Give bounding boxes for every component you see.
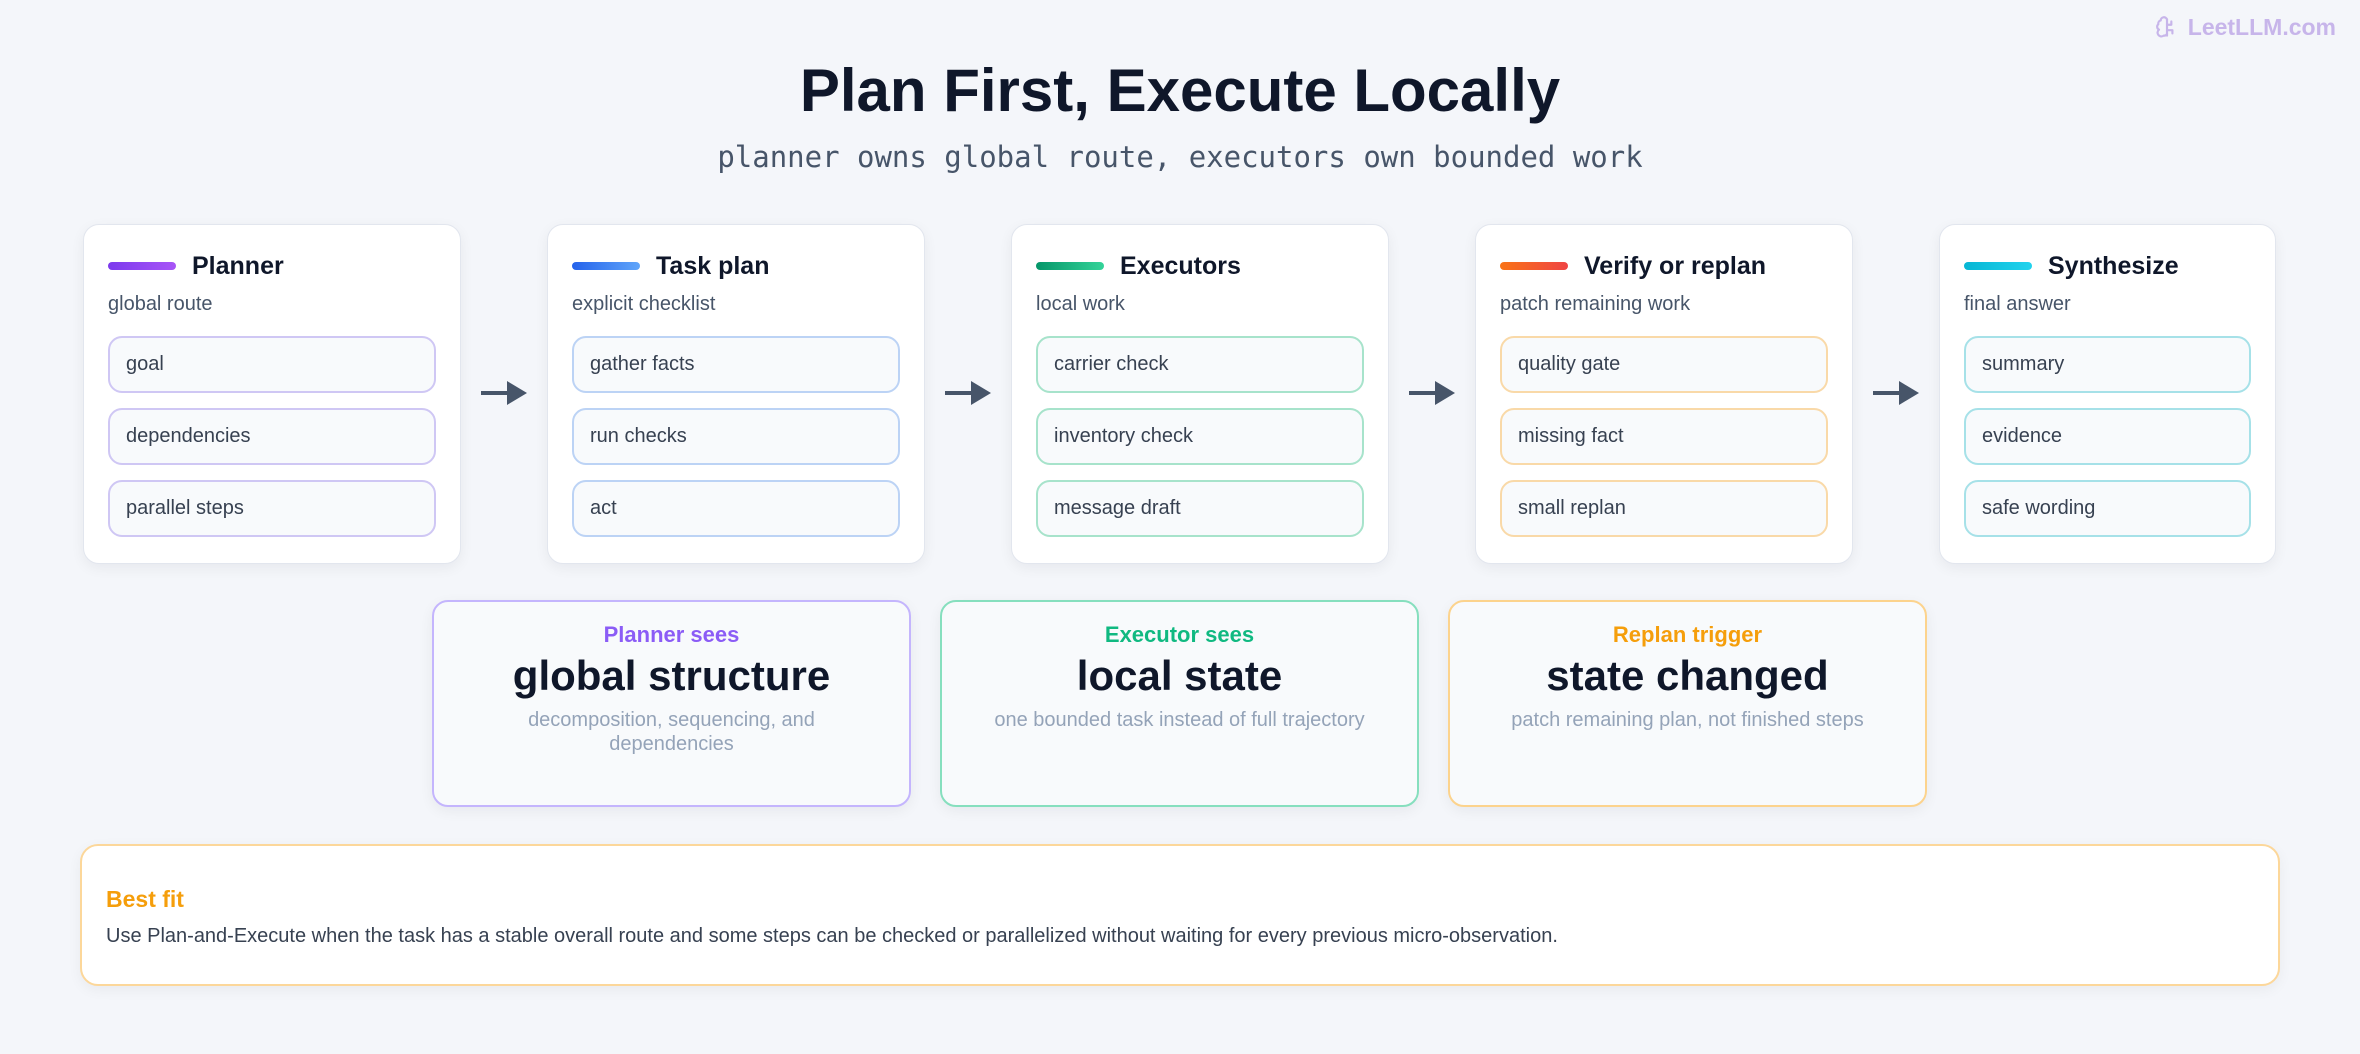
arrow-right-icon: [481, 381, 527, 405]
stage-card-planner: Planner global route goal dependencies p…: [83, 224, 461, 564]
stage-item: summary: [1964, 336, 2251, 393]
info-card-label: Planner sees: [603, 622, 740, 647]
best-fit-panel: Best fit Use Plan-and-Execute when the t…: [80, 844, 2280, 986]
stage-item: inventory check: [1036, 408, 1364, 465]
info-card-description: patch remaining plan, not finished steps: [1511, 709, 1864, 731]
info-card-label: Executor sees: [1104, 622, 1255, 647]
stage-accent-bar: [1500, 262, 1568, 270]
stage-item: carrier check: [1036, 336, 1364, 393]
stage-item: missing fact: [1500, 408, 1828, 465]
brand-watermark: LeetLLM.com: [2154, 14, 2336, 41]
stage-title: Task plan: [656, 251, 770, 280]
stage-subtitle: final answer: [1964, 293, 2071, 315]
info-card-heading: state changed: [1546, 652, 1829, 699]
arrow-right-icon: [1409, 381, 1455, 405]
info-card-description: decomposition, sequencing, and dependenc…: [528, 709, 815, 755]
stage-title: Executors: [1120, 251, 1241, 280]
arrow-right-icon: [945, 381, 991, 405]
stage-item: message draft: [1036, 480, 1364, 537]
stage-subtitle: patch remaining work: [1500, 293, 1691, 315]
stage-item: small replan: [1500, 480, 1828, 537]
stage-item: gather facts: [572, 336, 900, 393]
info-card-replan: Replan trigger state changed patch remai…: [1448, 600, 1927, 807]
stage-accent-bar: [1036, 262, 1104, 270]
stage-item: run checks: [572, 408, 900, 465]
stage-accent-bar: [572, 262, 640, 270]
stage-item: dependencies: [108, 408, 436, 465]
info-card-description: one bounded task instead of full traject…: [994, 709, 1365, 731]
brand-name[interactable]: LeetLLM.com: [2187, 14, 2336, 40]
info-card-planner: Planner sees global structure decomposit…: [432, 600, 911, 807]
best-fit-label: Best fit: [106, 886, 184, 912]
info-card-executor: Executor sees local state one bounded ta…: [940, 600, 1419, 807]
stage-title: Synthesize: [2048, 251, 2179, 280]
stage-card-synthesize: Synthesize final answer summary evidence…: [1939, 224, 2276, 564]
page-subtitle: planner owns global route, executors own…: [717, 140, 1643, 174]
stage-card-executors: Executors local work carrier check inven…: [1011, 224, 1389, 564]
stage-item: goal: [108, 336, 436, 393]
stage-accent-bar: [108, 262, 176, 270]
stage-item: act: [572, 480, 900, 537]
arrow-right-icon: [1873, 381, 1919, 405]
stage-subtitle: local work: [1036, 293, 1125, 315]
stage-subtitle: global route: [108, 293, 213, 315]
stage-title: Planner: [192, 251, 284, 280]
stage-card-task-plan: Task plan explicit checklist gather fact…: [547, 224, 925, 564]
brain-icon: [2155, 15, 2174, 37]
stage-item: quality gate: [1500, 336, 1828, 393]
stage-accent-bar: [1964, 262, 2032, 270]
info-card-label: Replan trigger: [1612, 622, 1763, 647]
stage-title: Verify or replan: [1584, 251, 1767, 280]
info-card-heading: global structure: [512, 652, 831, 699]
stage-item: parallel steps: [108, 480, 436, 537]
stage-item: evidence: [1964, 408, 2251, 465]
page-title: Plan First, Execute Locally: [799, 57, 1561, 124]
info-card-heading: local state: [1076, 652, 1283, 699]
stage-item: safe wording: [1964, 480, 2251, 537]
stage-card-verify-or-replan: Verify or replan patch remaining work qu…: [1475, 224, 1853, 564]
stage-subtitle: explicit checklist: [572, 293, 716, 315]
best-fit-text: Use Plan-and-Execute when the task has a…: [106, 925, 1558, 947]
